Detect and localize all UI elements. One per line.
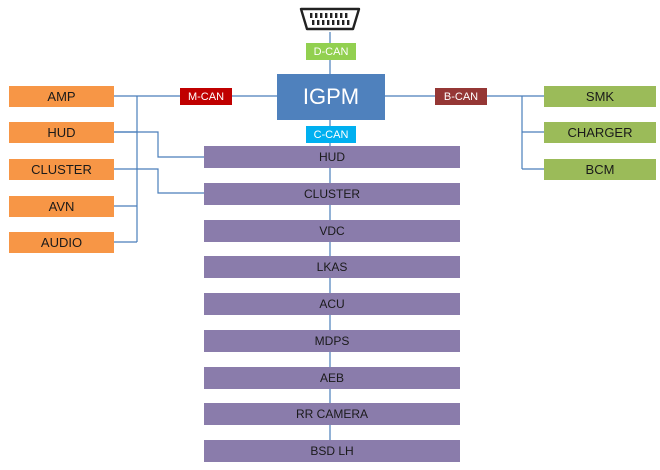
cluster-dual-wire <box>114 168 204 194</box>
c-can-module-cluster: CLUSTER <box>204 183 460 205</box>
m-can-module-cluster: CLUSTER <box>9 159 114 180</box>
c-can-module-hud: HUD <box>204 146 460 168</box>
c-can-module-rr-camera: RR CAMERA <box>204 403 460 425</box>
c-can-module-bsd-lh: BSD LH <box>204 440 460 462</box>
c-can-tag: C-CAN <box>306 126 356 143</box>
b-can-tag: B-CAN <box>435 88 487 105</box>
m-can-tag: M-CAN <box>180 88 232 105</box>
m-can-module-audio: AUDIO <box>9 232 114 253</box>
m-can-module-avn: AVN <box>9 196 114 217</box>
b-can-module-smk: SMK <box>544 86 656 107</box>
b-can-module-bcm: BCM <box>544 159 656 180</box>
igpm-gateway: IGPM <box>277 74 385 120</box>
d-can-tag: D-CAN <box>306 43 356 60</box>
obd-connector-icon <box>299 7 361 31</box>
b-can-module-charger: CHARGER <box>544 122 656 143</box>
c-can-module-mdps: MDPS <box>204 330 460 352</box>
c-can-module-vdc: VDC <box>204 220 460 242</box>
c-can-module-aeb: AEB <box>204 367 460 389</box>
c-can-module-lkas: LKAS <box>204 256 460 278</box>
hud-dual-wire <box>114 131 204 158</box>
m-can-module-hud: HUD <box>9 122 114 143</box>
m-can-module-amp: AMP <box>9 86 114 107</box>
c-can-module-acu: ACU <box>204 293 460 315</box>
